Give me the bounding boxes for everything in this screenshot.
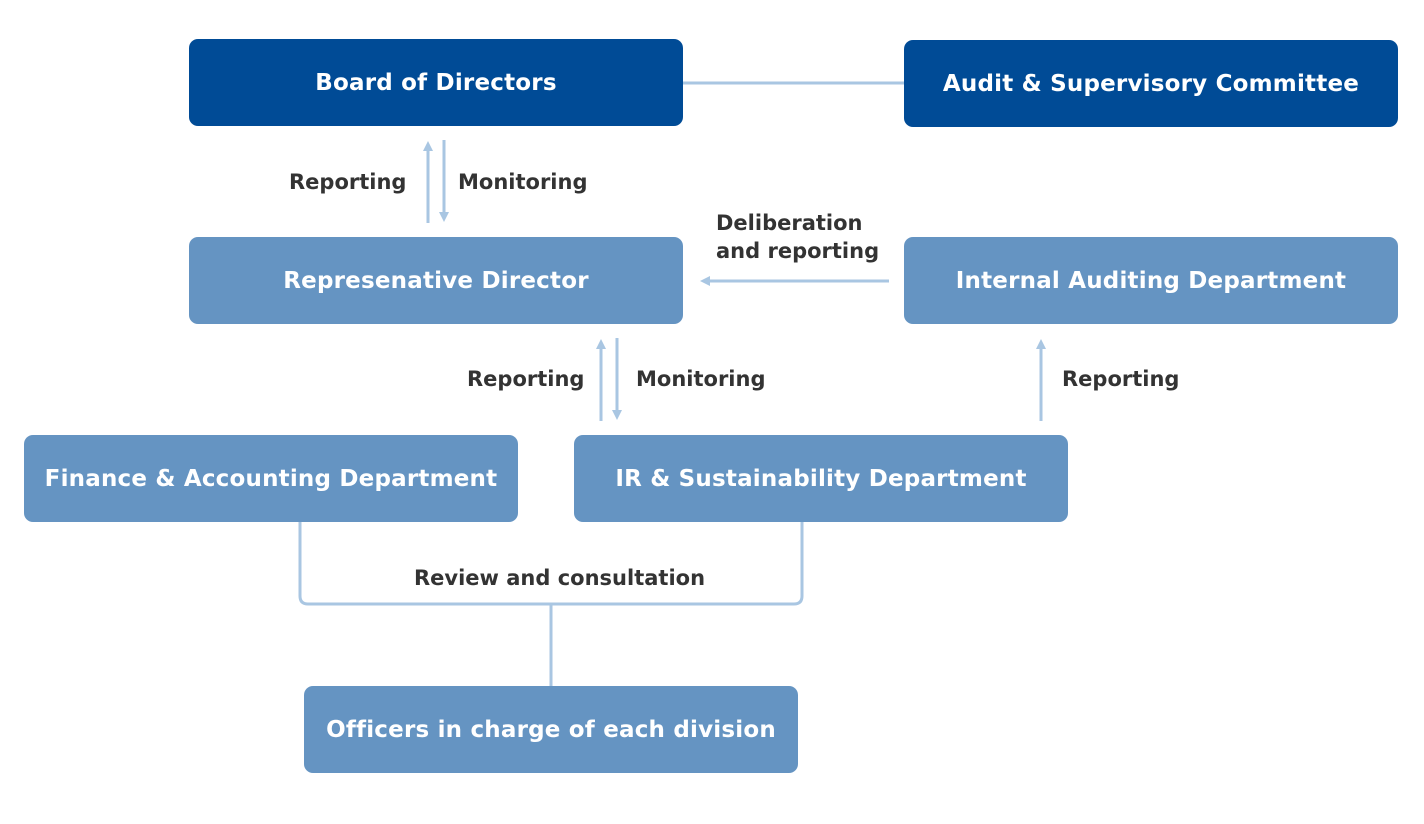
deliberation-label-line1: Deliberation	[716, 211, 863, 235]
review-consultation-label: Review and consultation	[414, 566, 706, 590]
internal-auditing-box: Internal Auditing Department	[904, 237, 1398, 324]
board-of-directors-box: Board of Directors	[189, 39, 683, 126]
reporting-label-1: Reporting	[289, 170, 407, 194]
reporting-label-2: Reporting	[467, 367, 585, 391]
finance-accounting-box: Finance & Accounting Department	[24, 435, 518, 522]
representative-director-box: Represenative Director	[189, 237, 683, 324]
internal-auditing-label: Internal Auditing Department	[955, 267, 1347, 294]
officers-label: Officers in charge of each division	[326, 716, 776, 743]
deliberation-label-line2: and reporting	[716, 239, 880, 263]
audit-committee-label: Audit & Supervisory Committee	[942, 70, 1360, 97]
monitoring-label-2: Monitoring	[636, 367, 766, 391]
ir-sustainability-box: IR & Sustainability Department	[574, 435, 1068, 522]
reporting-label-3: Reporting	[1062, 367, 1180, 391]
board-of-directors-label: Board of Directors	[315, 69, 557, 96]
audit-committee-box: Audit & Supervisory Committee	[904, 40, 1398, 127]
representative-director-label: Represenative Director	[283, 267, 589, 294]
officers-box: Officers in charge of each division	[304, 686, 798, 773]
ir-sustainability-label: IR & Sustainability Department	[615, 465, 1027, 492]
finance-accounting-label: Finance & Accounting Department	[44, 465, 498, 492]
monitoring-label-1: Monitoring	[458, 170, 588, 194]
